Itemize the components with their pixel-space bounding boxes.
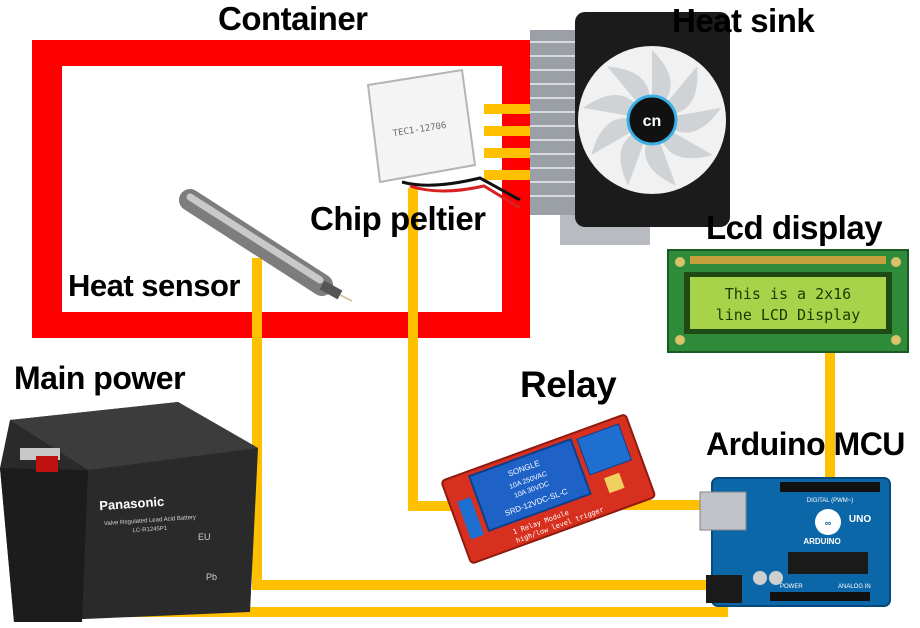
relay-terminal-block xyxy=(576,423,633,476)
lcd-module: This is a 2x16 line LCD Display xyxy=(667,249,909,353)
svg-text:POWER: POWER xyxy=(780,584,803,590)
heat-pad xyxy=(484,170,530,180)
chip-peltier: TEC1-12706 xyxy=(366,68,521,210)
label-heat-sink: Heat sink xyxy=(672,2,815,39)
relay-jumper xyxy=(604,472,625,494)
svg-text:cn: cn xyxy=(643,113,662,130)
arduino-capacitor xyxy=(769,571,783,585)
peltier-heat-pads xyxy=(484,104,530,180)
label-relay: Relay xyxy=(520,364,617,405)
arduino-dc-jack xyxy=(706,575,742,603)
svg-text:DIGITAL (PWM~): DIGITAL (PWM~) xyxy=(807,498,854,504)
arduino-mcu-chip xyxy=(788,552,868,574)
svg-text:ARDUINO: ARDUINO xyxy=(803,537,840,546)
arduino-power-header xyxy=(770,592,870,601)
heat-sink: cn xyxy=(530,12,730,245)
svg-text:∞: ∞ xyxy=(825,518,832,528)
svg-text:ANALOG IN: ANALOG IN xyxy=(838,584,871,590)
arduino-uno-board: DIGITAL (PWM~) ∞ ARDUINO UNO POWER ANALO… xyxy=(699,477,891,607)
label-arduino-mcu: Arduino MCU xyxy=(706,426,905,462)
peltier-wire-black xyxy=(401,176,521,202)
label-container: Container xyxy=(218,0,368,37)
svg-text:Panasonic: Panasonic xyxy=(99,494,165,513)
svg-text:UNO: UNO xyxy=(849,514,871,525)
battery: Panasonic Valve Regulated Lead Acid Batt… xyxy=(0,402,258,622)
arduino-logo xyxy=(815,509,841,535)
wire-sensor-to-arduino xyxy=(252,258,720,590)
relay-box xyxy=(467,438,592,533)
relay-input-terminal xyxy=(457,497,485,540)
arduino-capacitor xyxy=(753,571,767,585)
fan-hub xyxy=(626,94,678,146)
heat-sensor-probe xyxy=(179,189,353,302)
arduino-digital-header xyxy=(780,482,880,492)
heat-pad xyxy=(484,148,530,158)
battery-side xyxy=(0,468,88,622)
peltier-wire-red xyxy=(409,184,521,210)
battery-terminal-red xyxy=(36,456,58,472)
lcd-pin-header xyxy=(690,256,886,264)
svg-text:LC-R1245P1: LC-R1245P1 xyxy=(132,526,168,534)
label-lcd-display: Lcd display xyxy=(706,209,883,246)
arduino-usb-port xyxy=(699,491,747,531)
battery-top xyxy=(10,402,258,470)
relay-module: SONGLE 10A 250VAC 10A 30VDC SRD-12VDC-SL… xyxy=(441,414,656,564)
lcd-line-2: line LCD Display xyxy=(716,306,861,324)
heat-pad xyxy=(484,104,530,114)
peltier-plate xyxy=(366,68,477,184)
svg-text:EU: EU xyxy=(198,532,211,542)
label-main-power: Main power xyxy=(14,360,186,396)
lcd-screen xyxy=(690,277,886,329)
lcd-line-1: This is a 2x16 xyxy=(725,285,851,303)
wire-peltier-to-relay xyxy=(408,188,464,511)
label-heat-sensor: Heat sensor xyxy=(68,268,240,303)
label-chip-peltier: Chip peltier xyxy=(310,200,486,237)
svg-text:Pb: Pb xyxy=(206,572,217,582)
heat-pad xyxy=(484,126,530,136)
